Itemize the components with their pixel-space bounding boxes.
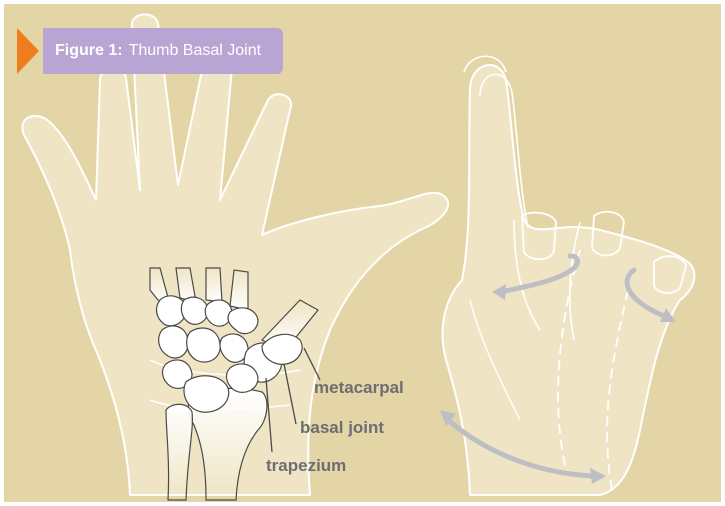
trapezium-label: trapezium — [266, 456, 346, 476]
carpal-bone — [187, 328, 221, 362]
metacarpal-bone — [206, 268, 222, 302]
figure-title: Thumb Basal Joint — [129, 42, 262, 60]
carpal-bone — [181, 297, 208, 324]
figure-banner: Figure 1: Thumb Basal Joint — [17, 28, 283, 74]
metacarpal-label: metacarpal — [314, 378, 404, 398]
carpal-bone — [227, 364, 258, 392]
basal-joint-label: basal joint — [300, 418, 384, 438]
carpal-bone — [184, 376, 229, 412]
orange-triangle-icon — [17, 28, 39, 74]
figure-label: Figure 1: — [55, 42, 123, 60]
figure-caption: Figure 1: Thumb Basal Joint — [43, 28, 283, 74]
